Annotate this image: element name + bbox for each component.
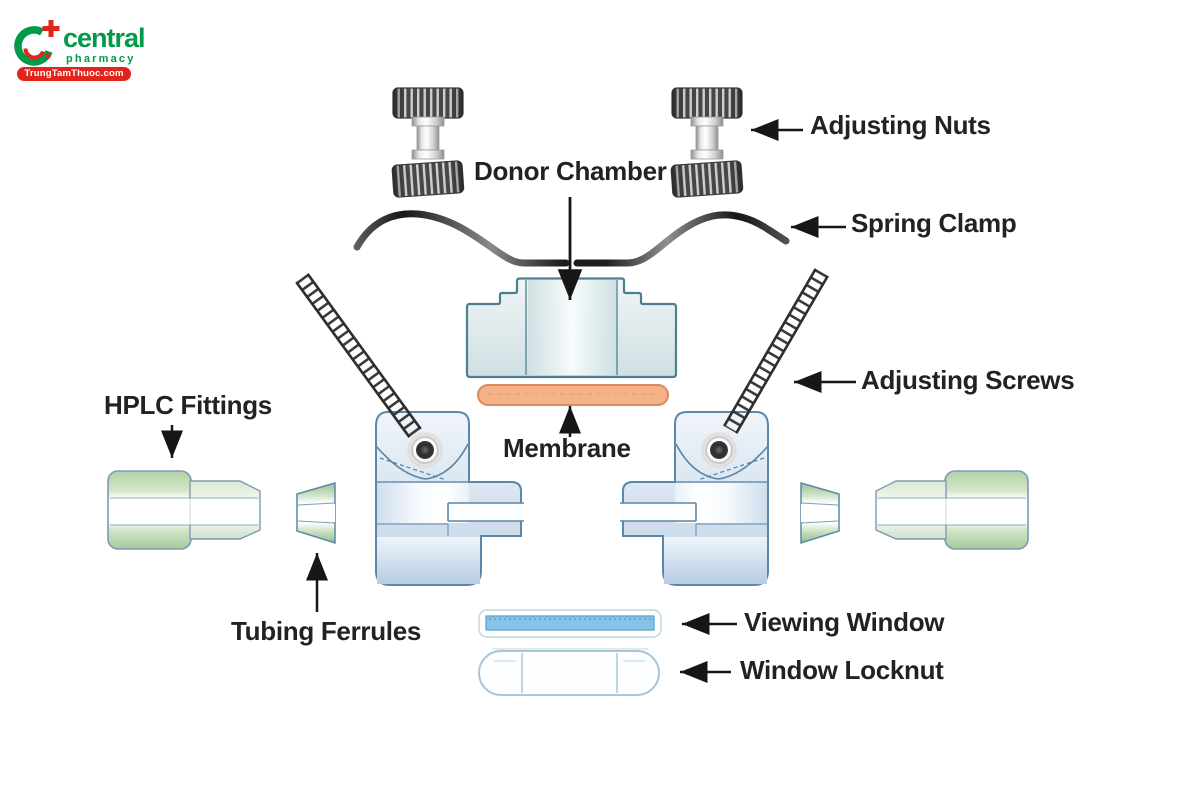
- viewing-window: [478, 609, 662, 638]
- spring-clamp: [353, 210, 790, 267]
- label-adjusting-nuts: Adjusting Nuts: [810, 110, 991, 140]
- adjusting-screw-right: [723, 268, 829, 434]
- central-pharmacy-logo-icon: [14, 20, 60, 66]
- brand-name: central: [63, 23, 146, 53]
- brand-badge: TrungTamThuoc.com: [17, 67, 131, 81]
- screw-seat-right: [700, 431, 738, 469]
- donor-chamber: [465, 277, 678, 379]
- cell-body-right: [619, 411, 769, 586]
- label-tubing-ferrules: Tubing Ferrules: [231, 616, 422, 646]
- label-donor-chamber: Donor Chamber: [474, 156, 667, 186]
- label-viewing-window: Viewing Window: [744, 607, 945, 637]
- window-locknut: [478, 648, 660, 696]
- brand-subtitle: pharmacy: [66, 53, 136, 65]
- hplc-fitting-left: [107, 470, 336, 550]
- label-window-locknut: Window Locknut: [740, 655, 944, 685]
- adjusting-screw-left: [295, 273, 422, 438]
- label-adjusting-screws: Adjusting Screws: [861, 365, 1075, 395]
- membrane: [477, 384, 669, 406]
- screw-seat-left: [406, 431, 444, 469]
- watermark-logo: central pharmacy TrungTamThuoc.com: [10, 12, 160, 84]
- cell-body-left: [375, 411, 525, 586]
- label-hplc-fittings: HPLC Fittings: [104, 390, 272, 420]
- adjusting-nut-right: [670, 87, 744, 199]
- label-membrane: Membrane: [503, 433, 631, 463]
- label-spring-clamp: Spring Clamp: [851, 208, 1017, 238]
- hplc-fitting-right: [800, 470, 1029, 550]
- adjusting-nut-left: [391, 87, 465, 199]
